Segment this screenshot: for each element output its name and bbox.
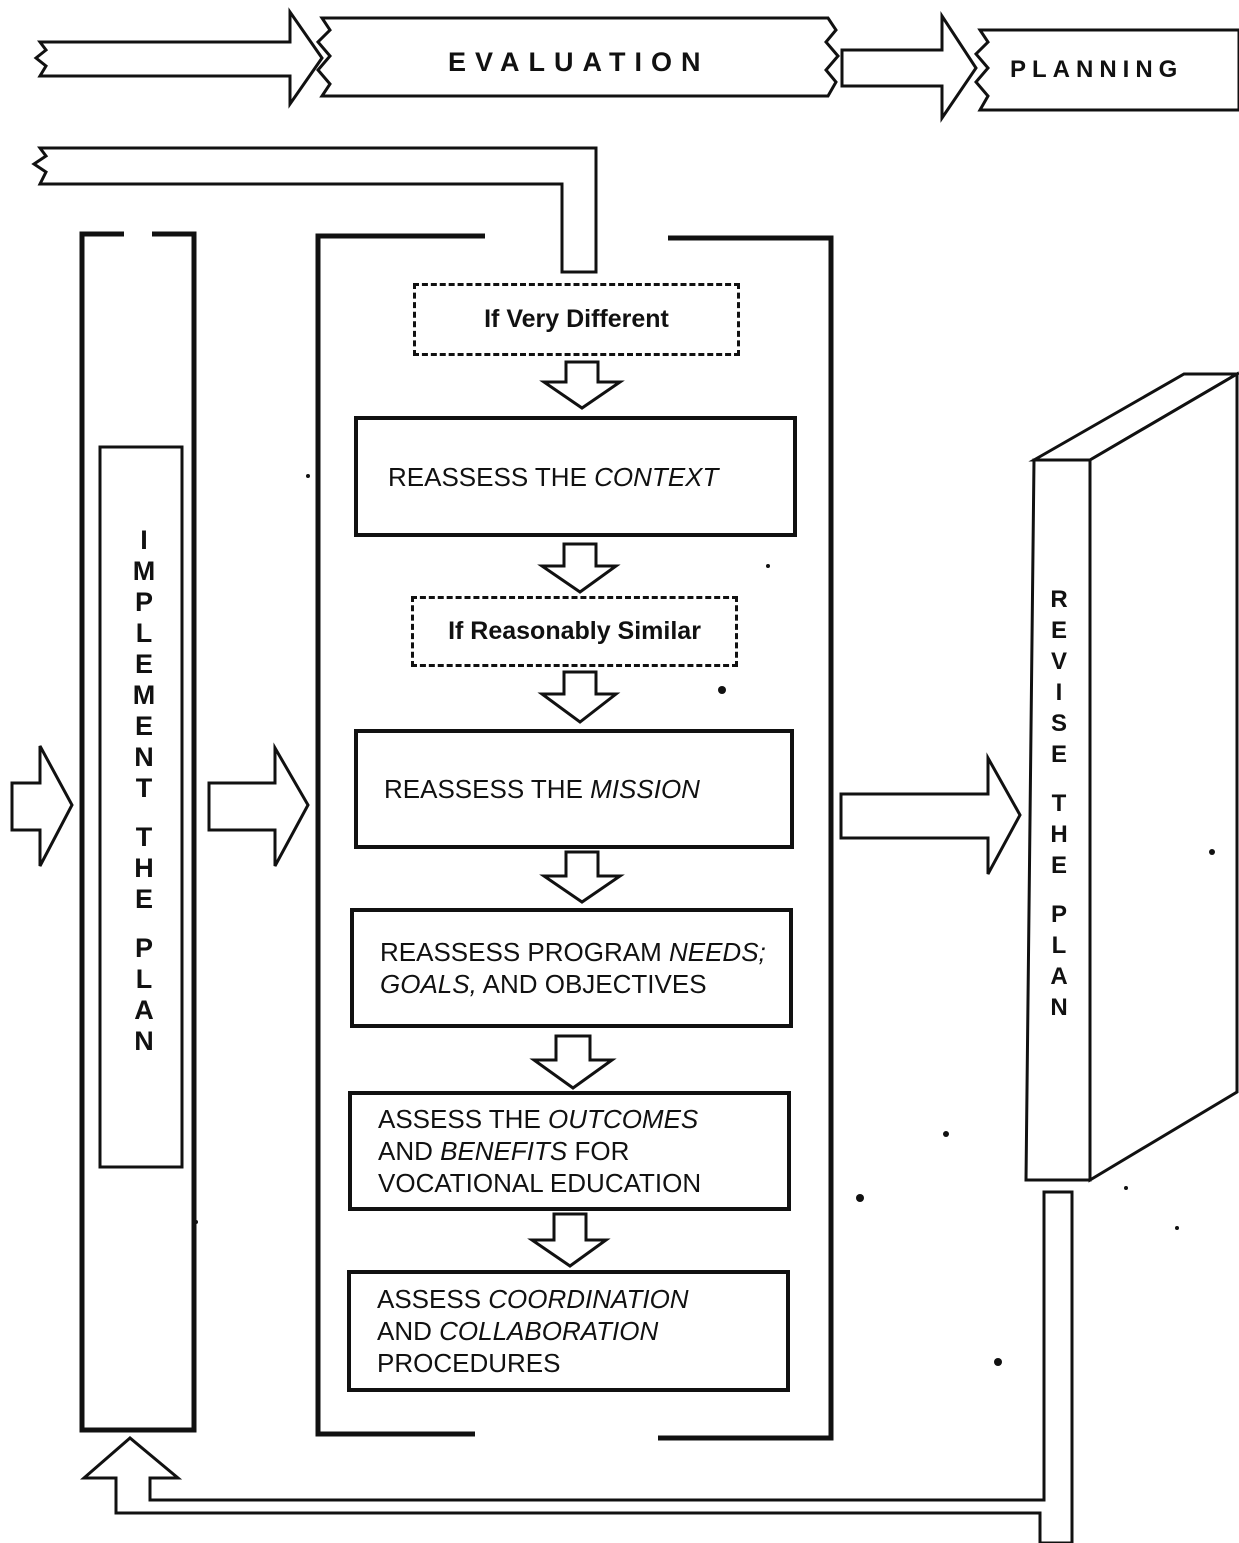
arrow-into-evaluation xyxy=(36,12,322,104)
needs-line1-keyword: NEEDS; xyxy=(669,937,766,967)
outcomes-line1-prefix: ASSESS THE xyxy=(378,1104,548,1134)
implement-letter: H xyxy=(134,853,154,884)
coordination-line2-prefix: AND xyxy=(377,1316,439,1346)
implement-letter: I xyxy=(140,525,148,556)
down-arrow-5 xyxy=(534,1036,612,1088)
down-arrow-6 xyxy=(532,1214,606,1266)
needs-line2-keyword: GOALS, xyxy=(380,969,477,999)
implement-letter: M xyxy=(133,556,156,587)
implement-letter: T xyxy=(136,822,153,853)
arrow-implement-to-center xyxy=(209,748,308,866)
revise-letter: V xyxy=(1051,647,1067,678)
coordination-line1-keyword: COORDINATION xyxy=(488,1284,688,1314)
revise-letter: A xyxy=(1050,962,1067,993)
planning-label: PLANNING xyxy=(1010,58,1183,82)
step-reassess-context: REASSESS THE CONTEXT xyxy=(354,416,797,537)
evaluation-label: EVALUATION xyxy=(448,49,710,76)
condition-very-different: If Very Different xyxy=(413,283,740,356)
implement-letter: L xyxy=(136,618,153,649)
down-arrow-2 xyxy=(542,544,616,592)
implement-letter: T xyxy=(136,773,153,804)
step-reassess-mission: REASSESS THE MISSION xyxy=(354,729,794,849)
condition-reasonably-similar: If Reasonably Similar xyxy=(411,596,738,667)
implement-letter: L xyxy=(136,964,153,995)
mission-prefix: REASSESS THE xyxy=(384,774,590,804)
revise-letter: E xyxy=(1051,851,1067,882)
outcomes-line1-keyword: OUTCOMES xyxy=(548,1104,698,1134)
revise-letter: T xyxy=(1052,789,1067,820)
context-keyword: CONTEXT xyxy=(594,462,718,492)
down-arrow-3 xyxy=(542,672,616,722)
revise-letter: L xyxy=(1052,931,1067,962)
context-prefix: REASSESS THE xyxy=(388,462,594,492)
outcomes-line2-keyword: BENEFITS xyxy=(440,1136,567,1166)
revise-letter: R xyxy=(1050,585,1067,616)
revise-letter: S xyxy=(1051,709,1067,740)
needs-line2-suffix: AND OBJECTIVES xyxy=(477,969,707,999)
revise-letter: E xyxy=(1051,616,1067,647)
revise-letter: P xyxy=(1051,900,1067,931)
implement-letter: P xyxy=(135,587,153,618)
outcomes-line3: VOCATIONAL EDUCATION xyxy=(378,1167,701,1199)
condition-reasonably-similar-label: If Reasonably Similar xyxy=(448,617,701,646)
step-assess-coordination: ASSESS COORDINATION AND COLLABORATION PR… xyxy=(347,1270,790,1392)
implement-letter: A xyxy=(134,995,154,1026)
implement-letter: E xyxy=(135,711,153,742)
revise-letter: E xyxy=(1051,740,1067,771)
arrow-center-to-revise xyxy=(841,758,1020,874)
implement-letter: N xyxy=(134,742,154,773)
needs-line1-prefix: REASSESS PROGRAM xyxy=(380,937,669,967)
down-arrow-4 xyxy=(544,852,620,902)
arrow-left-into-implement xyxy=(12,746,72,866)
coordination-line2-keyword: COLLABORATION xyxy=(439,1316,658,1346)
outcomes-line2-prefix: AND xyxy=(378,1136,440,1166)
implement-letter: E xyxy=(135,884,153,915)
arrow-evaluation-to-planning xyxy=(842,16,976,118)
revise-letter: I xyxy=(1056,678,1063,709)
coordination-line1-prefix: ASSESS xyxy=(377,1284,488,1314)
down-arrow-1 xyxy=(544,362,620,408)
step-assess-outcomes: ASSESS THE OUTCOMES AND BENEFITS FOR VOC… xyxy=(348,1091,791,1211)
step-reassess-needs: REASSESS PROGRAM NEEDS; GOALS, AND OBJEC… xyxy=(350,908,793,1028)
condition-very-different-label: If Very Different xyxy=(484,305,669,334)
revise-letter: H xyxy=(1050,820,1067,851)
outcomes-line2-suffix: FOR xyxy=(567,1136,629,1166)
implement-letter: P xyxy=(135,933,153,964)
mission-keyword: MISSION xyxy=(590,774,700,804)
coordination-line3: PROCEDURES xyxy=(377,1347,689,1379)
book-back xyxy=(1090,374,1237,1180)
revise-letter: N xyxy=(1050,993,1067,1024)
implement-letter: N xyxy=(134,1026,154,1057)
feed-pipe xyxy=(34,148,596,272)
implement-letter: M xyxy=(133,680,156,711)
implement-letter: E xyxy=(135,649,153,680)
